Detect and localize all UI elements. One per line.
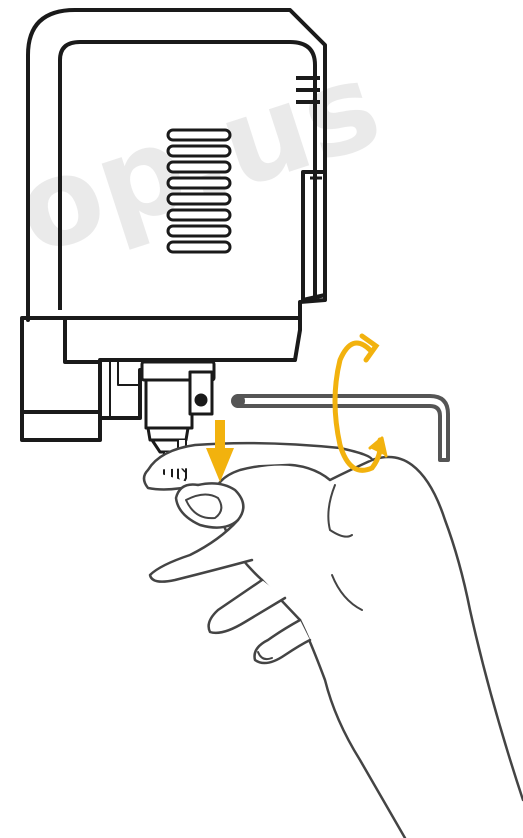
down-arrow-icon xyxy=(206,420,234,482)
spindle-body xyxy=(146,380,192,428)
hand-illustration xyxy=(144,443,523,838)
collet-housing xyxy=(190,372,212,414)
hand-middle-finger xyxy=(150,520,252,582)
housing-base-lip xyxy=(22,412,100,440)
collet-nut xyxy=(148,428,188,440)
housing-base-inner xyxy=(65,318,98,362)
housing-front-panel xyxy=(60,42,315,310)
counterclockwise-rotation-icon xyxy=(335,336,386,470)
collet-set-screw xyxy=(196,395,206,405)
front-vent xyxy=(168,130,230,252)
